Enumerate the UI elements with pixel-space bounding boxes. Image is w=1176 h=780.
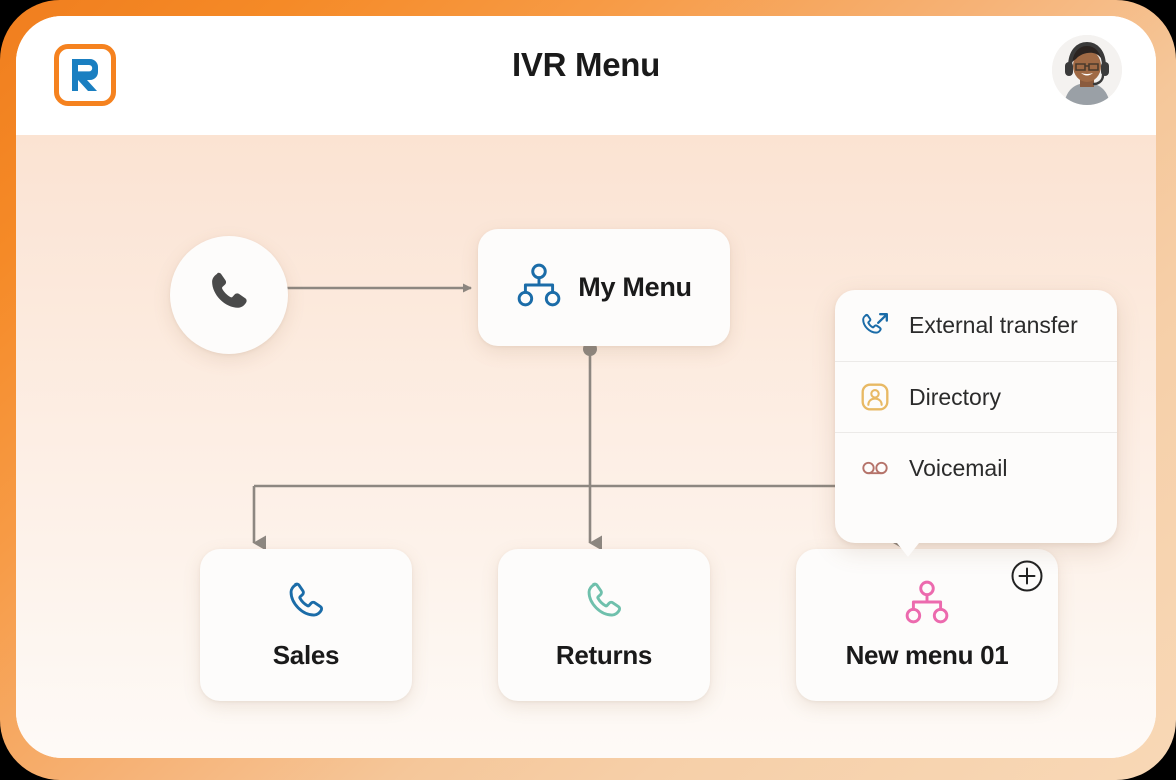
app-screen: IVR Menu — [16, 16, 1156, 758]
menu-item-label: Directory — [909, 383, 1002, 410]
menu-option-new-menu-01[interactable]: New menu 01 — [796, 549, 1058, 701]
menu-item-voicemail[interactable]: Voicemail — [835, 432, 1117, 503]
menu-option-sales[interactable]: Sales — [200, 549, 412, 701]
directory-icon — [859, 381, 891, 413]
phone-icon — [203, 267, 255, 324]
menu-item-directory[interactable]: Directory — [835, 361, 1117, 432]
menu-pointer-arrow — [897, 543, 919, 557]
menu-option-label: Returns — [555, 640, 653, 670]
root-menu-label: My Menu — [578, 272, 692, 302]
app-header: IVR Menu — [16, 16, 1156, 135]
menu-tree-icon — [904, 579, 950, 630]
add-branch-button[interactable] — [1010, 559, 1044, 593]
menu-option-returns[interactable]: Returns — [498, 549, 710, 701]
menu-tree-icon — [516, 262, 562, 313]
menu-option-label: New menu 01 — [845, 640, 1009, 670]
phone-outline-icon — [581, 579, 627, 630]
phone-outline-icon — [283, 579, 329, 630]
menu-item-label: Voicemail — [909, 454, 1008, 481]
external-transfer-icon — [859, 310, 891, 342]
menu-item-external-transfer[interactable]: External transfer — [835, 290, 1117, 361]
voicemail-icon — [859, 452, 891, 484]
action-menu-panel: External transfer Directory — [835, 290, 1117, 557]
avatar[interactable] — [1052, 35, 1122, 105]
page-title: IVR Menu — [512, 46, 660, 83]
ringcentral-logo — [54, 44, 116, 106]
menu-option-label: Sales — [272, 640, 340, 670]
root-menu-node[interactable]: My Menu — [478, 229, 730, 346]
call-start-node[interactable] — [170, 236, 288, 354]
flow-canvas: My Menu Sales Returns — [16, 135, 1156, 758]
menu-item-label: External transfer — [909, 312, 1078, 338]
